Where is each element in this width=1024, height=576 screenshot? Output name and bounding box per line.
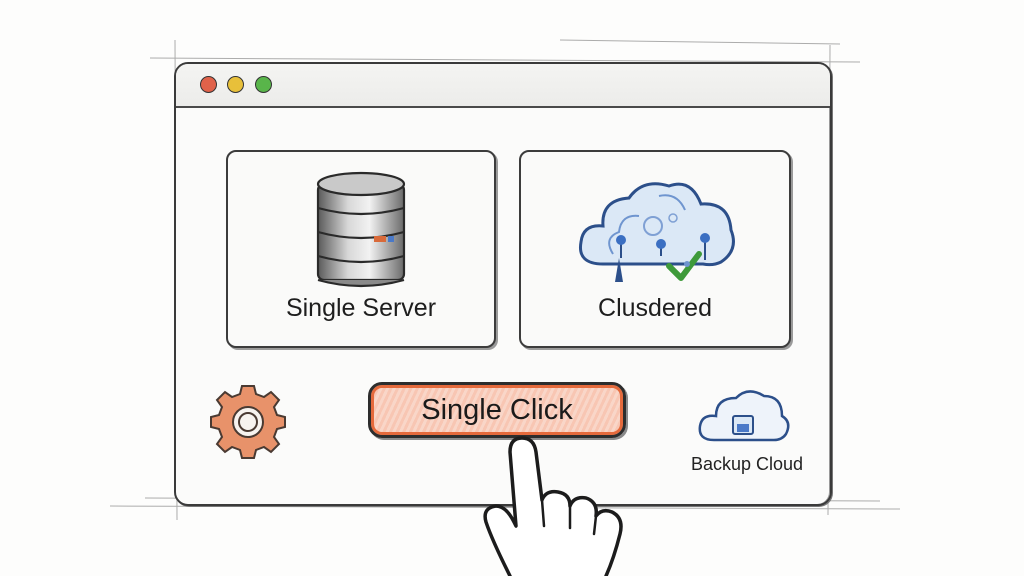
- single-click-button[interactable]: Single Click: [368, 382, 626, 438]
- pointing-hand-icon: [483, 436, 623, 576]
- minimize-window-button[interactable]: [227, 76, 244, 93]
- backup-cloud-option[interactable]: Backup Cloud: [682, 388, 812, 478]
- maximize-window-button[interactable]: [255, 76, 272, 93]
- cloud-backup-icon: [698, 390, 790, 442]
- close-window-button[interactable]: [200, 76, 217, 93]
- backup-label: Backup Cloud: [690, 454, 804, 474]
- option-card-single-server[interactable]: Single Server: [226, 150, 496, 348]
- option-card-clustered[interactable]: Clusdered: [519, 150, 791, 348]
- cloud-cluster-icon: [578, 182, 735, 282]
- app-window: Single Server Clusdered Sing: [174, 62, 832, 506]
- window-titlebar: [176, 64, 830, 108]
- option-label: Clusdered: [598, 294, 712, 322]
- database-server-icon: [316, 171, 406, 288]
- gear-icon[interactable]: [208, 382, 288, 462]
- option-label: Single Server: [285, 294, 437, 322]
